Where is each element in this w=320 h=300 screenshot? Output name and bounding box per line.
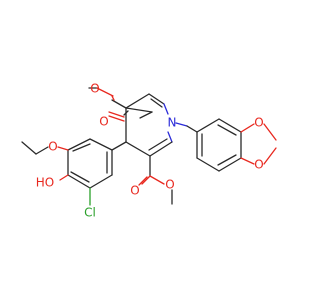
atom-labels: O O N O O O HO Cl O O bbox=[36, 82, 264, 220]
molecule-structure: O O N O O O HO Cl O O bbox=[21, 82, 277, 220]
oxygen-label: O bbox=[90, 82, 99, 96]
benzyl-linker bbox=[175, 122, 198, 133]
oxygen-label: O bbox=[99, 115, 108, 129]
oxygen-label: O bbox=[48, 140, 57, 154]
bottom-ester-group bbox=[138, 155, 173, 205]
substituent-bonds bbox=[59, 174, 91, 206]
ethoxy-group bbox=[21, 141, 69, 155]
oxygen-label: O bbox=[254, 158, 263, 172]
dihydropyridine-ring bbox=[125, 93, 173, 157]
top-ester-group bbox=[88, 87, 129, 122]
chlorine-label: Cl bbox=[84, 206, 96, 220]
nitrogen-label: N bbox=[168, 116, 177, 130]
oxygen-label: O bbox=[254, 116, 263, 130]
hydroxyl-label: HO bbox=[36, 176, 54, 190]
chloro-phenol-ring bbox=[67, 138, 127, 189]
benzodioxole-ring bbox=[196, 118, 277, 172]
oxygen-label: O bbox=[130, 184, 139, 198]
oxygen-label: O bbox=[165, 178, 174, 192]
